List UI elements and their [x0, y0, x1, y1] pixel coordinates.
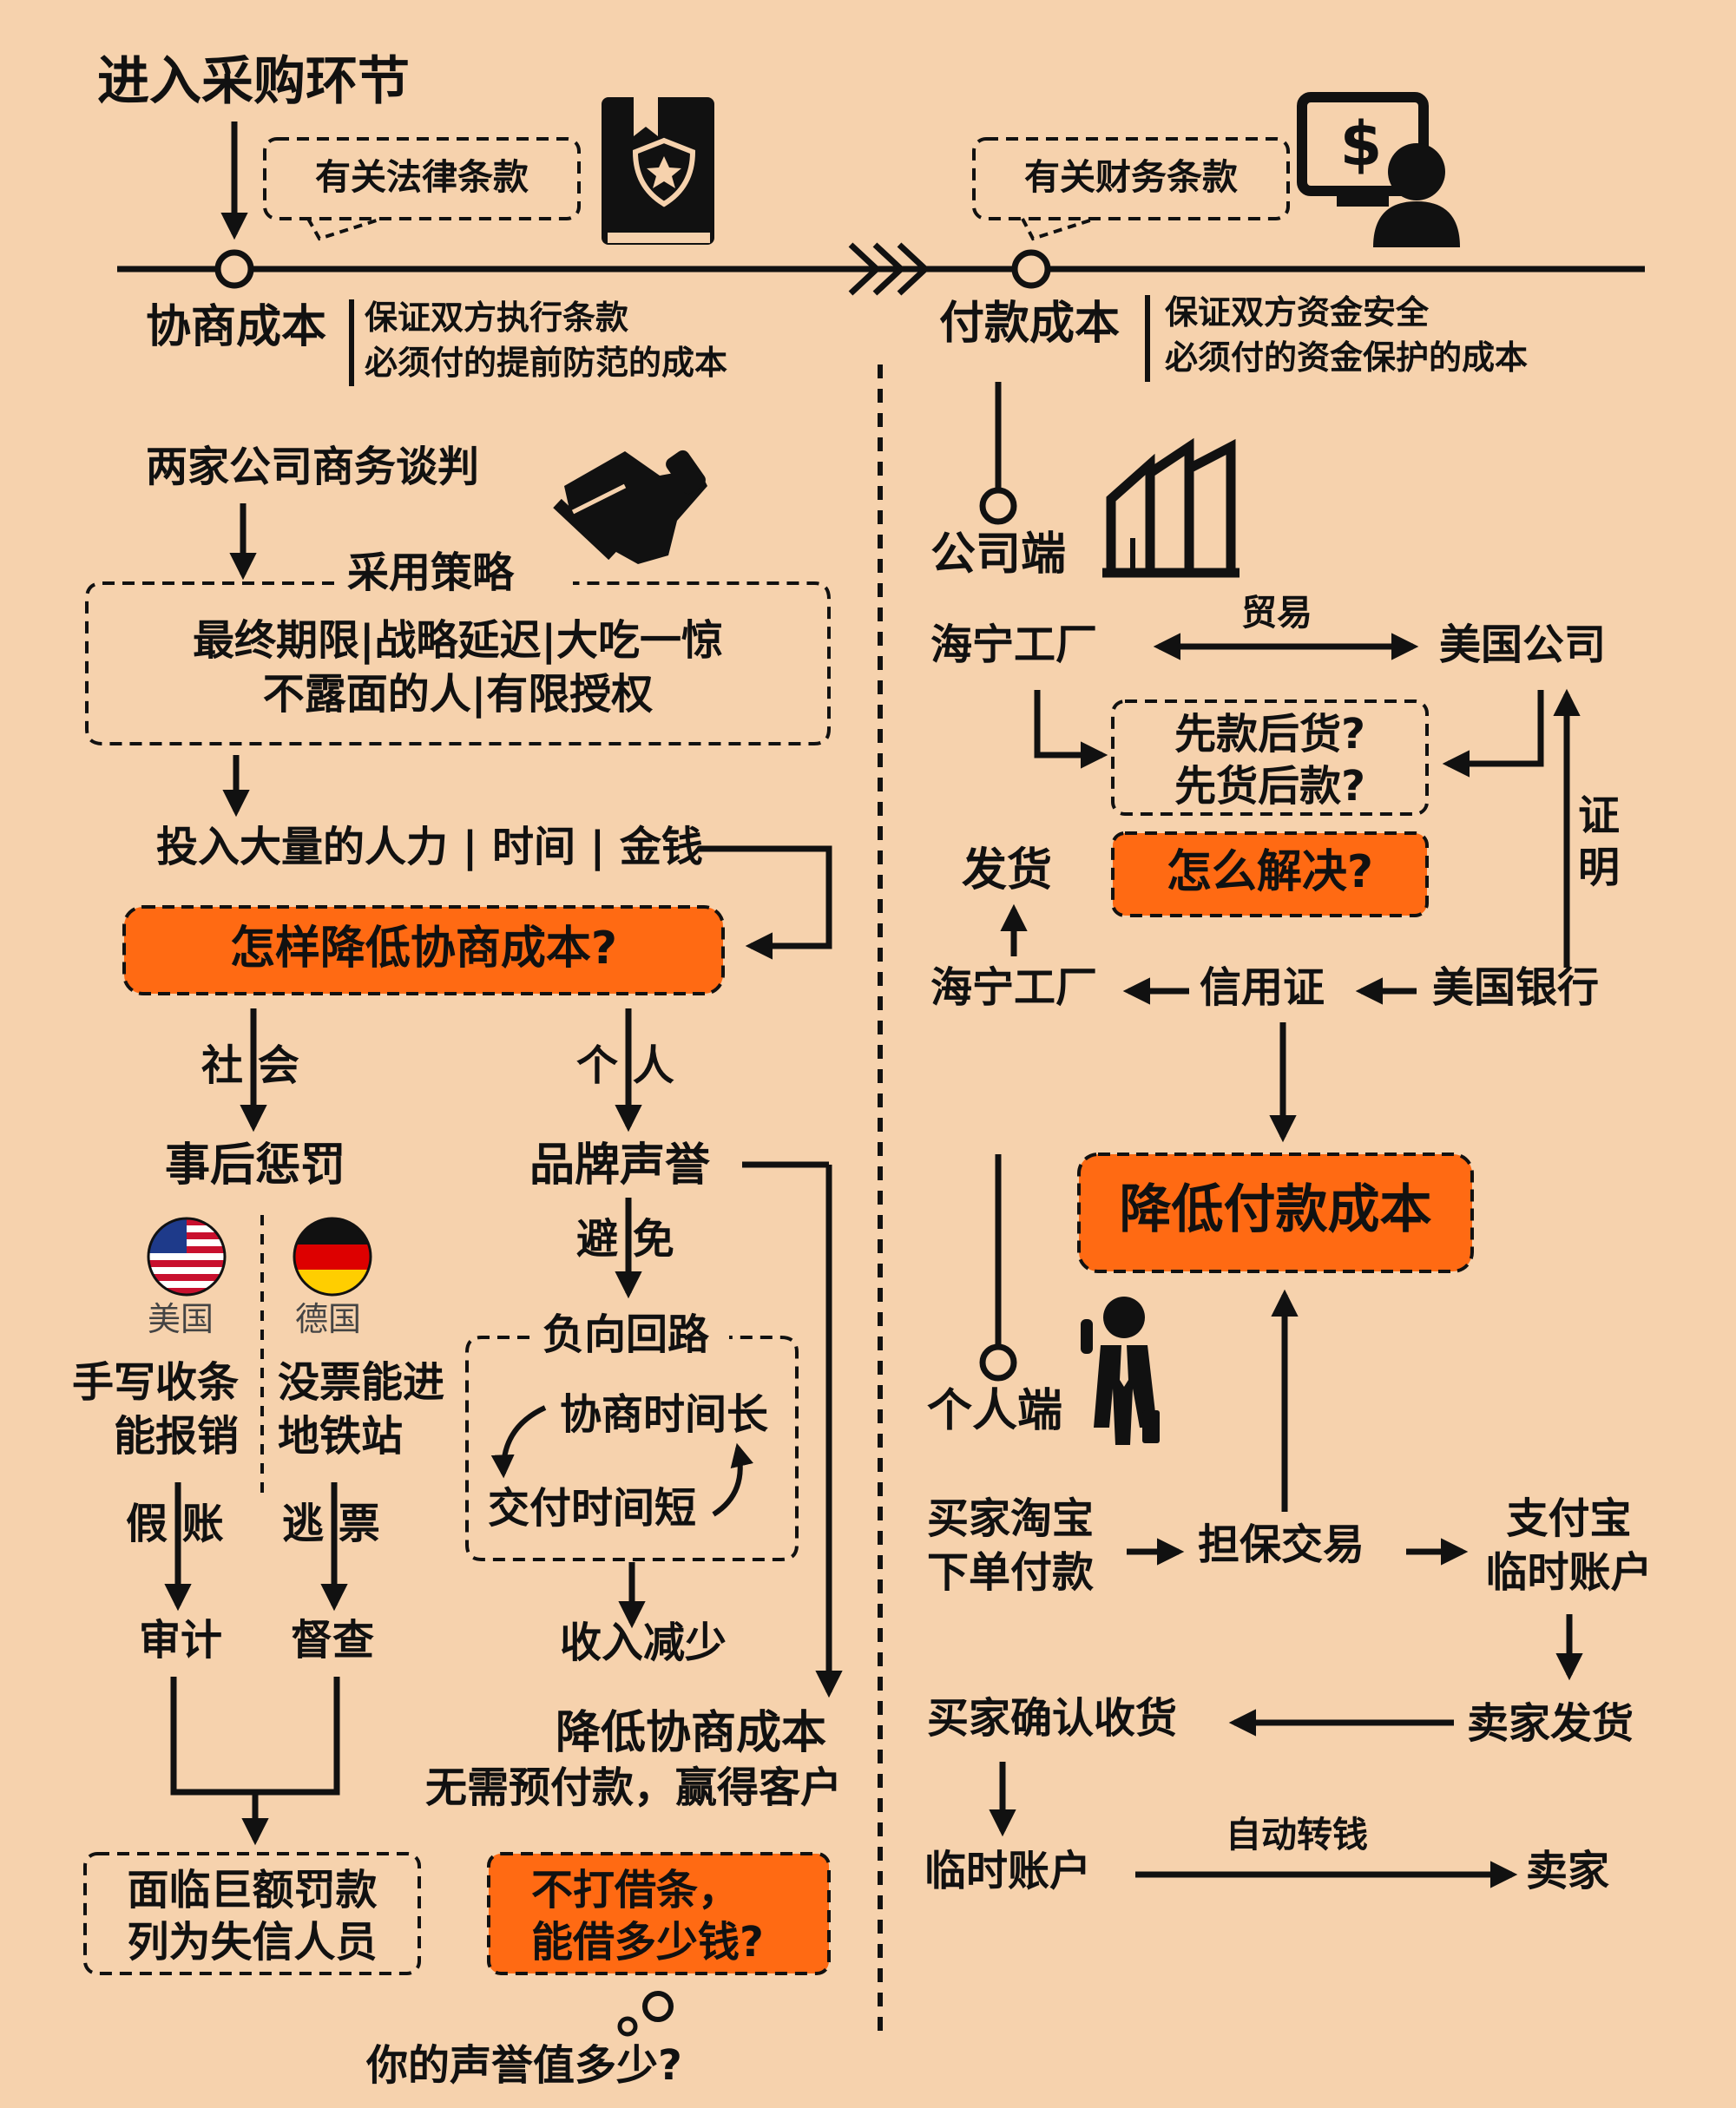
germany-flag-label: 德国	[295, 1300, 362, 1338]
ship-goods: 发货	[962, 844, 1053, 896]
company-side-node	[979, 487, 1017, 525]
personal-side-label: 个人端	[927, 1385, 1063, 1437]
reduce-negotiation-question-box	[122, 905, 725, 995]
germany-flag-icon	[293, 1217, 372, 1297]
strategy-label: 采用策略	[347, 548, 515, 597]
after-punishment: 事后惩罚	[165, 1139, 346, 1192]
seller-ship: 卖家发货	[1467, 1699, 1634, 1748]
negotiation-cost-desc-1: 保证双方执行条款	[365, 299, 629, 337]
reduce-payment-box	[1077, 1153, 1474, 1273]
alipay-temp-account: 支付宝 临时账户	[1485, 1494, 1653, 1597]
brand-reputation: 品牌声誉	[529, 1139, 711, 1192]
timeline-node-right	[1011, 249, 1051, 289]
letter-of-credit: 信用证	[1200, 963, 1325, 1012]
strategy-line-2: 不露面的人|有限授权	[262, 669, 654, 719]
personal-side-node	[979, 1343, 1017, 1382]
us-company: 美国公司	[1439, 621, 1607, 669]
us-bank: 美国银行	[1432, 963, 1600, 1012]
business-negotiation: 两家公司商务谈判	[146, 443, 480, 491]
germany-case: 没票能进 地铁站	[278, 1358, 445, 1461]
avoid-label: 避 免	[576, 1215, 674, 1264]
page-title: 进入采购环节	[97, 51, 410, 112]
branch-society: 社 会	[201, 1041, 299, 1090]
us-flag-icon	[147, 1217, 227, 1297]
payment-order-box	[1111, 699, 1429, 816]
payment-cost-heading: 付款成本	[939, 298, 1121, 350]
finance-clause-box	[972, 137, 1290, 220]
fare-evasion-label: 逃 票	[282, 1500, 380, 1548]
us-case: 手写收条 能报销	[71, 1358, 239, 1461]
buyer-confirm-receipt: 买家确认收货	[927, 1694, 1178, 1743]
escrow-transaction: 担保交易	[1198, 1520, 1365, 1569]
reduce-payment-cost: 降低付款成本	[1119, 1179, 1432, 1240]
legal-clause-label: 有关法律条款	[315, 156, 529, 198]
strategy-box	[85, 581, 831, 745]
loop-long-negotiation: 协商时间长	[560, 1390, 769, 1439]
payment-cost-desc-1: 保证双方资金安全	[1165, 293, 1430, 332]
how-solve-box	[1111, 831, 1429, 917]
money-screen-user-icon: $	[1297, 92, 1460, 247]
thought-bubble-icon	[642, 1991, 674, 2022]
loop-arrow-a	[490, 1405, 547, 1479]
negative-loop-label: 负向回路	[542, 1310, 710, 1359]
buildings-icon	[1102, 437, 1240, 578]
penalty-text: 面临巨额罚款 列为失信人员	[127, 1866, 378, 1967]
company-side-label: 公司端	[930, 529, 1067, 581]
reputation-question: 你的声誉值多少?	[366, 2041, 682, 2090]
auto-transfer-label: 自动转钱	[1226, 1814, 1368, 1855]
investment-text: 投入大量的人力 | 时间 | 金钱	[156, 823, 703, 871]
how-solve-question: 怎么解决?	[1166, 846, 1374, 898]
no-prepayment-text: 无需预付款，赢得客户	[425, 1763, 843, 1812]
law-book-icon	[602, 97, 714, 245]
finance-clause-label: 有关财务条款	[1024, 156, 1238, 198]
payment-cost-desc-2: 必须付的资金保护的成本	[1165, 338, 1529, 377]
strategy-list: 最终期限|战略延迟|大吃一惊 不露面的人|有限授权	[87, 616, 829, 719]
income-drop: 收入减少	[560, 1619, 727, 1667]
reduce-negotiation-result: 降低协商成本	[556, 1707, 827, 1759]
penalty-box	[83, 1852, 421, 1975]
handshake-icon	[553, 450, 707, 564]
negative-loop-box	[465, 1336, 799, 1561]
buyer-order: 买家淘宝 下单付款	[927, 1494, 1095, 1597]
businessman-icon	[1081, 1297, 1160, 1445]
timeline-node-left	[214, 249, 254, 289]
fake-account-label: 假 账	[126, 1500, 224, 1548]
negotiation-cost-desc-2: 必须付的提前防范的成本	[365, 344, 728, 382]
branch-personal: 个 人	[576, 1041, 674, 1090]
strategy-line-1: 最终期限|战略延迟|大吃一惊	[192, 616, 724, 665]
seller: 卖家	[1526, 1847, 1610, 1895]
legal-clause-box	[263, 137, 581, 220]
iou-question-box	[487, 1852, 831, 1975]
loop-arrow-b	[712, 1442, 754, 1517]
haining-factory: 海宁工厂	[930, 621, 1098, 669]
payment-order-question: 先款后货? 先货后款?	[1174, 710, 1365, 811]
loop-short-delivery: 交付时间短	[488, 1484, 697, 1533]
svg-text:$: $	[1340, 108, 1383, 180]
chevron-icon	[848, 242, 882, 296]
inspection-label: 督查	[291, 1616, 375, 1665]
us-flag-label: 美国	[148, 1300, 214, 1338]
iou-question: 不打借条， 能借多少钱?	[531, 1866, 764, 1967]
reduce-negotiation-question: 怎样降低协商成本?	[229, 923, 618, 975]
negotiation-cost-heading: 协商成本	[146, 301, 327, 353]
trade-label: 贸易	[1241, 592, 1312, 634]
haining-factory-2: 海宁工厂	[930, 963, 1098, 1012]
temporary-account: 临时账户	[924, 1847, 1092, 1895]
audit-label: 审计	[139, 1616, 223, 1665]
proof-label: 证明	[1578, 791, 1621, 892]
